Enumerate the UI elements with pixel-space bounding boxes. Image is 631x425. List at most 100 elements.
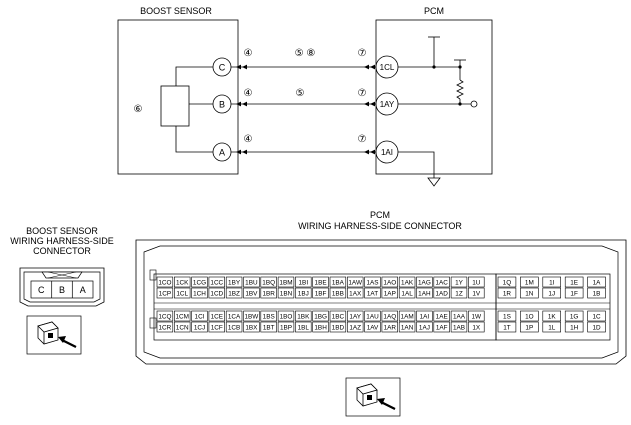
pcm-connector-pin: 1BQ <box>260 276 277 288</box>
sensor-connector-title-line-2: WIRING HARNESS-SIDE <box>10 236 114 246</box>
pcm-connector-pin: 1AZ <box>346 321 364 333</box>
svg-text:1AK: 1AK <box>401 280 414 287</box>
svg-text:1AP: 1AP <box>384 291 396 298</box>
svg-text:1CG: 1CG <box>193 280 206 287</box>
pcm-connector-pin: 1CA <box>225 310 243 322</box>
pcm-connector-pin: 1CN <box>174 321 191 333</box>
pcm-connector-pin: 1BW <box>243 310 260 322</box>
svg-text:1BK: 1BK <box>297 314 310 321</box>
pcm-connector-pin: 1BY <box>225 276 243 288</box>
boost-sensor-box <box>117 19 239 175</box>
pcm-connector-pin: 1BV <box>243 287 260 299</box>
pcm-connector-pin: 1AH <box>416 287 433 299</box>
pcm-connector-pin: 1D <box>587 321 606 333</box>
svg-text:A: A <box>219 148 225 158</box>
pcm-connector-pin: 1CI <box>191 310 208 322</box>
svg-text:1BI: 1BI <box>299 280 309 287</box>
pcm-connector-pin: 1BH <box>312 321 329 333</box>
pcm-connector-title-line-2: WIRING HARNESS-SIDE CONNECTOR <box>298 221 462 231</box>
svg-text:1N: 1N <box>525 291 534 298</box>
svg-text:1AI: 1AI <box>420 314 430 321</box>
wire-b-1ay <box>231 101 376 107</box>
pcm-connector-pin: 1O <box>520 310 539 322</box>
svg-text:1BR: 1BR <box>262 291 275 298</box>
svg-text:1G: 1G <box>570 314 579 321</box>
svg-text:1AZ: 1AZ <box>349 325 361 332</box>
pcm-connector-pin: 1A <box>587 276 606 288</box>
svg-text:1AD: 1AD <box>435 291 448 298</box>
svg-text:1BH: 1BH <box>314 325 327 332</box>
pcm-connector-pin: 1P <box>520 321 539 333</box>
svg-text:1V: 1V <box>472 291 481 298</box>
svg-text:1CM: 1CM <box>175 314 189 321</box>
pcm-connector-pin: 1AF <box>433 321 450 333</box>
pcm-connector-pin: 1AX <box>346 287 364 299</box>
pcm-connector-pin: 1AJ <box>416 321 433 333</box>
svg-text:1BC: 1BC <box>332 314 345 321</box>
pcm-connector-pin: 1AA <box>450 310 468 322</box>
pcm-connector-pin: 1CC <box>208 276 225 288</box>
svg-text:1BF: 1BF <box>315 291 327 298</box>
pcm-connector-pin: 1Z <box>450 287 468 299</box>
pcm-connector-pin: 1B <box>587 287 606 299</box>
svg-text:1BP: 1BP <box>280 325 292 332</box>
pcm-connector-pin: 1CJ <box>191 321 208 333</box>
svg-text:1B: 1B <box>593 291 601 298</box>
pcm-connector-pin: 1K <box>542 310 561 322</box>
svg-text:1U: 1U <box>472 280 481 287</box>
wire-c-right-callout: ⑦ <box>358 48 367 59</box>
pcm-connector-pin: 1BN <box>277 287 295 299</box>
svg-text:1J: 1J <box>548 291 555 298</box>
pcm-connector-pin: 1AT <box>364 287 381 299</box>
svg-text:1BJ: 1BJ <box>298 291 309 298</box>
pcm-connector-pin: 1S <box>497 310 517 322</box>
pcm-connector-pin: 1AC <box>433 276 450 288</box>
pcm-connector-pin: 1CG <box>191 276 208 288</box>
pcm-connector-pin: 1AI <box>416 310 433 322</box>
pcm-connector-pin: 1CQ <box>156 310 174 322</box>
sensor-pin-c: C <box>212 57 232 77</box>
svg-text:1M: 1M <box>525 280 534 287</box>
pcm-connector-pin: 1BT <box>260 321 277 333</box>
svg-text:1F: 1F <box>570 291 578 298</box>
svg-text:1AL: 1AL <box>401 291 413 298</box>
pcm-pin-1ay: 1AY <box>375 92 399 116</box>
probe-direction-icon <box>345 377 401 417</box>
pcm-connector-pin: 1CL <box>174 287 191 299</box>
svg-text:1BS: 1BS <box>263 314 275 321</box>
svg-text:1Q: 1Q <box>503 280 512 287</box>
pcm-connector-pin: 1BX <box>243 321 260 333</box>
wire-a-left-callout: ④ <box>244 134 253 145</box>
pcm-connector-pin: 1BJ <box>295 287 312 299</box>
pcm-connector-pin: 1BF <box>312 287 329 299</box>
svg-text:1C: 1C <box>592 314 601 321</box>
pcm-connector-pin: 1AG <box>416 276 433 288</box>
pcm-connector-pin: 1J <box>542 287 561 299</box>
svg-text:1BZ: 1BZ <box>228 291 240 298</box>
pcm-connector-pin: 1E <box>564 276 584 288</box>
pcm-connector-pin: 1R <box>497 287 517 299</box>
svg-text:1CF: 1CF <box>211 325 223 332</box>
svg-text:1L: 1L <box>548 325 556 332</box>
pcm-connector-pin: 1AR <box>381 321 398 333</box>
sensor-element-callout: ⑥ <box>134 104 143 115</box>
pcm-internal-circuit <box>398 36 478 187</box>
svg-text:1AX: 1AX <box>349 291 362 298</box>
pcm-title: PCM <box>424 6 444 16</box>
svg-text:1X: 1X <box>472 325 481 332</box>
pcm-connector-pin: 1AB <box>450 321 468 333</box>
svg-text:1CD: 1CD <box>210 291 223 298</box>
svg-text:1CP: 1CP <box>159 291 171 298</box>
pcm-connector-pin: 1CH <box>191 287 208 299</box>
svg-text:1AY: 1AY <box>349 314 361 321</box>
pcm-connector-pin: 1AL <box>398 287 416 299</box>
pcm-connector-pin: 1N <box>520 287 539 299</box>
svg-text:1CE: 1CE <box>211 314 223 321</box>
pcm-connector-pin: 1F <box>564 287 584 299</box>
svg-text:1BO: 1BO <box>280 314 293 321</box>
svg-text:1AU: 1AU <box>366 314 379 321</box>
svg-text:1CR: 1CR <box>159 325 172 332</box>
pcm-connector-pin: 1T <box>497 321 517 333</box>
svg-text:1AQ: 1AQ <box>383 314 396 321</box>
